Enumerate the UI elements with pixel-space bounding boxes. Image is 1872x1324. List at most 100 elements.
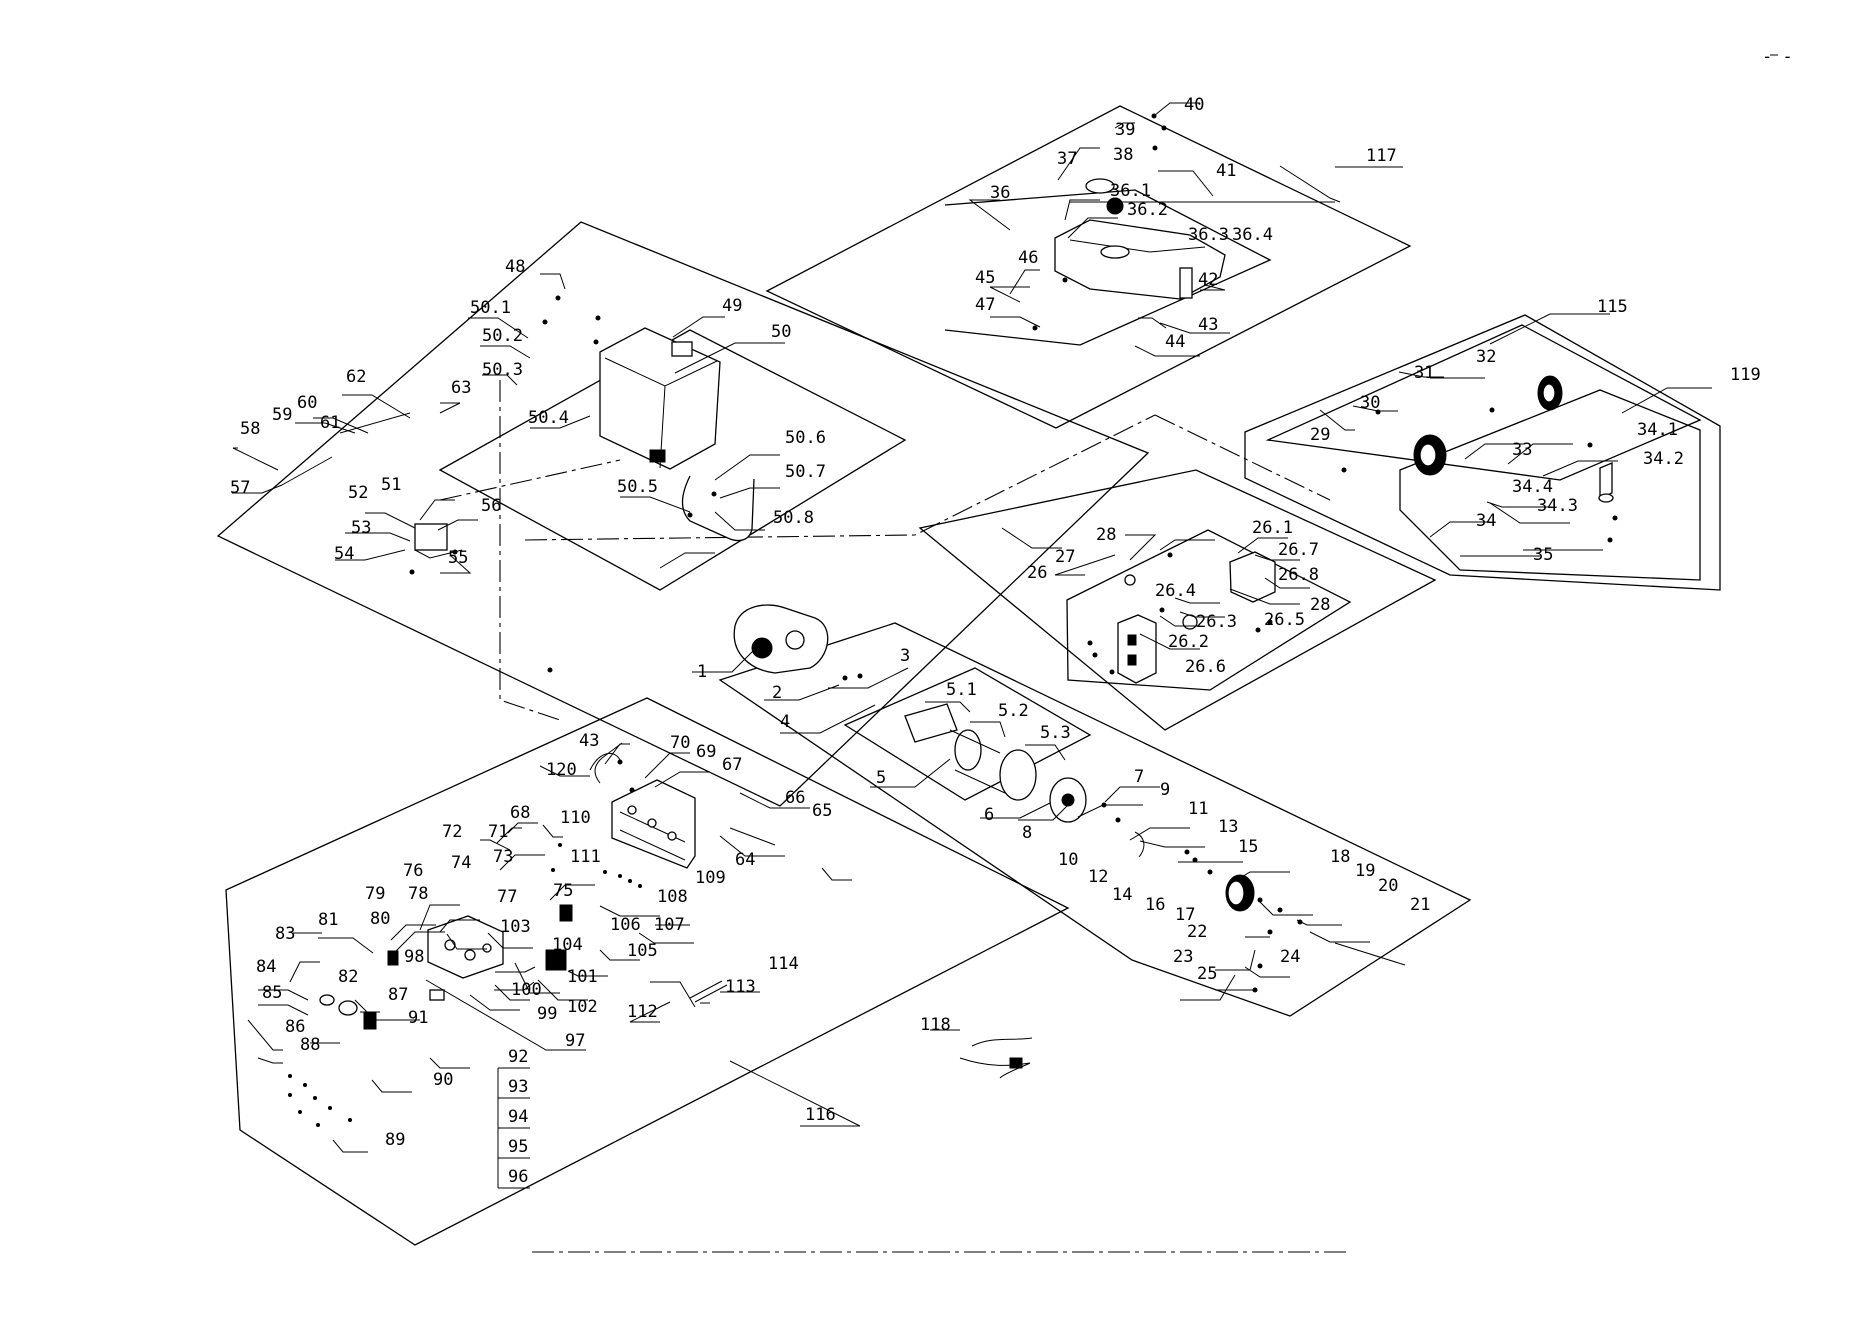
part-label-60: 60 (297, 393, 317, 413)
part-label-58: 58 (240, 419, 260, 439)
part-label-56: 56 (481, 496, 501, 516)
part-label-50-3: 50.3 (482, 360, 523, 380)
part-label-36-3: 36.3 (1188, 225, 1229, 245)
part-label-71: 71 (488, 822, 508, 842)
part-label-5: 5 (876, 768, 886, 788)
part-label-26-7: 26.7 (1278, 540, 1319, 560)
part-label-41: 41 (1216, 161, 1236, 181)
hardware-dots (288, 113, 1618, 1127)
recoil-starter (1134, 831, 1255, 912)
wheels (1413, 375, 1614, 503)
part-label-36-4: 36.4 (1232, 225, 1273, 245)
part-label-6: 6 (984, 805, 994, 825)
part-label-93: 93 (508, 1077, 528, 1097)
part-label-81: 81 (318, 910, 338, 930)
part-label-100: 100 (511, 980, 542, 1000)
part-label-118: 118 (920, 1015, 951, 1035)
part-label-26-3: 26.3 (1196, 612, 1237, 632)
control-panel (589, 752, 696, 869)
part-label-34-3: 34.3 (1537, 496, 1578, 516)
lower-panel (427, 915, 504, 979)
part-label-49: 49 (722, 296, 742, 316)
part-label-57: 57 (230, 478, 250, 498)
part-label-37: 37 (1057, 149, 1077, 169)
part-label-111: 111 (570, 847, 601, 867)
part-label-106: 106 (610, 915, 641, 935)
part-label-38: 38 (1113, 145, 1133, 165)
part-label-44: 44 (1165, 332, 1185, 352)
part-label-90: 90 (433, 1070, 453, 1090)
part-drawings (281, 178, 1614, 1079)
part-label-9: 9 (1160, 780, 1170, 800)
part-label-34-2: 34.2 (1643, 449, 1684, 469)
part-label-22: 22 (1187, 922, 1207, 942)
part-label-15: 15 (1238, 837, 1258, 857)
part-label-24: 24 (1280, 947, 1300, 967)
part-label-80: 80 (370, 909, 390, 929)
part-label-96: 96 (508, 1167, 528, 1187)
part-label-34: 34 (1476, 511, 1496, 531)
part-label-50-2: 50.2 (482, 326, 523, 346)
part-label-4: 4 (780, 712, 790, 732)
part-label-26-5: 26.5 (1264, 610, 1305, 630)
part-label-89: 89 (385, 1130, 405, 1150)
part-label-67: 67 (722, 755, 742, 775)
part-label-61: 61 (320, 413, 340, 433)
part-label-52: 52 (348, 483, 368, 503)
part-label-64: 64 (735, 850, 755, 870)
part-label-76: 76 (403, 861, 423, 881)
part-label-86: 86 (285, 1017, 305, 1037)
part-label-72: 72 (442, 822, 462, 842)
part-label-26: 26 (1027, 563, 1047, 583)
group-26-alternator-end (918, 469, 1437, 731)
part-label-91: 91 (408, 1008, 428, 1028)
part-label-65: 65 (812, 801, 832, 821)
part-label-63: 63 (451, 378, 471, 398)
part-label-25: 25 (1197, 964, 1217, 984)
part-label-74: 74 (451, 853, 471, 873)
group-116-control-panel (225, 697, 1070, 1246)
part-label-47: 47 (975, 295, 995, 315)
battery (414, 523, 463, 559)
connector-battery (439, 459, 621, 501)
handle-58 (281, 456, 333, 486)
leader-lines (232, 54, 1778, 1189)
part-label-104: 104 (552, 935, 583, 955)
part-label-29: 29 (1310, 425, 1330, 445)
part-label-120: 120 (546, 760, 577, 780)
part-label-95: 95 (508, 1137, 528, 1157)
part-label-32: 32 (1476, 347, 1496, 367)
part-label-27: 27 (1055, 547, 1075, 567)
connector-wheels (1154, 414, 1331, 501)
part-label-85: 85 (262, 983, 282, 1003)
part-label-36: 36 (990, 183, 1010, 203)
part-label-83: 83 (275, 924, 295, 944)
part-label-50-5: 50.5 (617, 477, 658, 497)
part-label-26-2: 26.2 (1168, 632, 1209, 652)
part-label-70: 70 (670, 733, 690, 753)
part-label-43-top: 43 (1198, 315, 1218, 335)
top-right-mark: - - (1762, 47, 1793, 67)
part-label-50-6: 50.6 (785, 428, 826, 448)
part-label-5-3: 5.3 (1040, 723, 1071, 743)
part-label-5-1: 5.1 (946, 680, 977, 700)
part-label-113: 113 (725, 977, 756, 997)
part-label-26-1: 26.1 (1252, 518, 1293, 538)
part-label-19: 19 (1355, 861, 1375, 881)
part-label-69: 69 (696, 742, 716, 762)
part-label-26-4: 26.4 (1155, 581, 1196, 601)
part-label-73: 73 (493, 847, 513, 867)
connector-lines (439, 380, 1350, 1253)
part-label-39: 39 (1115, 120, 1135, 140)
part-label-18: 18 (1330, 847, 1350, 867)
part-label-88: 88 (300, 1035, 320, 1055)
part-label-35: 35 (1533, 545, 1553, 565)
part-label-46: 46 (1018, 248, 1038, 268)
part-label-43-panel: 43 (579, 731, 599, 751)
part-label-26-6: 26.6 (1185, 657, 1226, 677)
engine (733, 604, 829, 674)
fuel-line-120 (594, 742, 623, 784)
part-label-23: 23 (1173, 947, 1193, 967)
part-label-50: 50 (771, 322, 791, 342)
